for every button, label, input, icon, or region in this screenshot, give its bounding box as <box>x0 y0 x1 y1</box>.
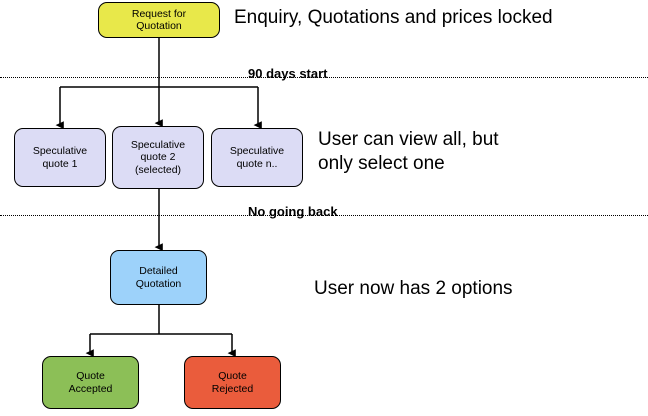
node-speculative-quote-2-selected[interactable]: Speculative quote 2 (selected) <box>112 126 204 189</box>
node-speculative-quote-2-label: Speculative quote 2 (selected) <box>130 138 186 176</box>
node-quote-accepted-label: Quote Accepted <box>68 370 113 395</box>
annotation-two-options: User now has 2 options <box>314 278 513 299</box>
divider-label-no-going-back: No going back <box>248 204 338 219</box>
annotation-view-all-select-one: User can view all, but only select one <box>318 129 499 174</box>
node-quote-rejected-label: Quote Rejected <box>211 370 254 395</box>
node-detailed-quotation-label: Detailed Quotation <box>135 265 182 290</box>
node-speculative-quote-1-label: Speculative quote 1 <box>32 145 88 170</box>
divider-label-90-days: 90 days start <box>248 66 328 81</box>
node-speculative-quote-1[interactable]: Speculative quote 1 <box>14 128 106 187</box>
divider-no-going-back <box>0 215 648 216</box>
node-speculative-quote-n-label: Speculative quote n.. <box>229 145 285 170</box>
node-quote-rejected[interactable]: Quote Rejected <box>184 356 281 409</box>
node-request-for-quotation-label: Request for Quotation <box>131 7 187 32</box>
annotation-enquiry-locked: Enquiry, Quotations and prices locked <box>234 7 553 28</box>
node-speculative-quote-n[interactable]: Speculative quote n.. <box>211 128 303 187</box>
divider-90-days <box>0 77 648 78</box>
node-quote-accepted[interactable]: Quote Accepted <box>42 356 139 409</box>
node-request-for-quotation[interactable]: Request for Quotation <box>98 2 220 38</box>
node-detailed-quotation[interactable]: Detailed Quotation <box>110 250 207 305</box>
